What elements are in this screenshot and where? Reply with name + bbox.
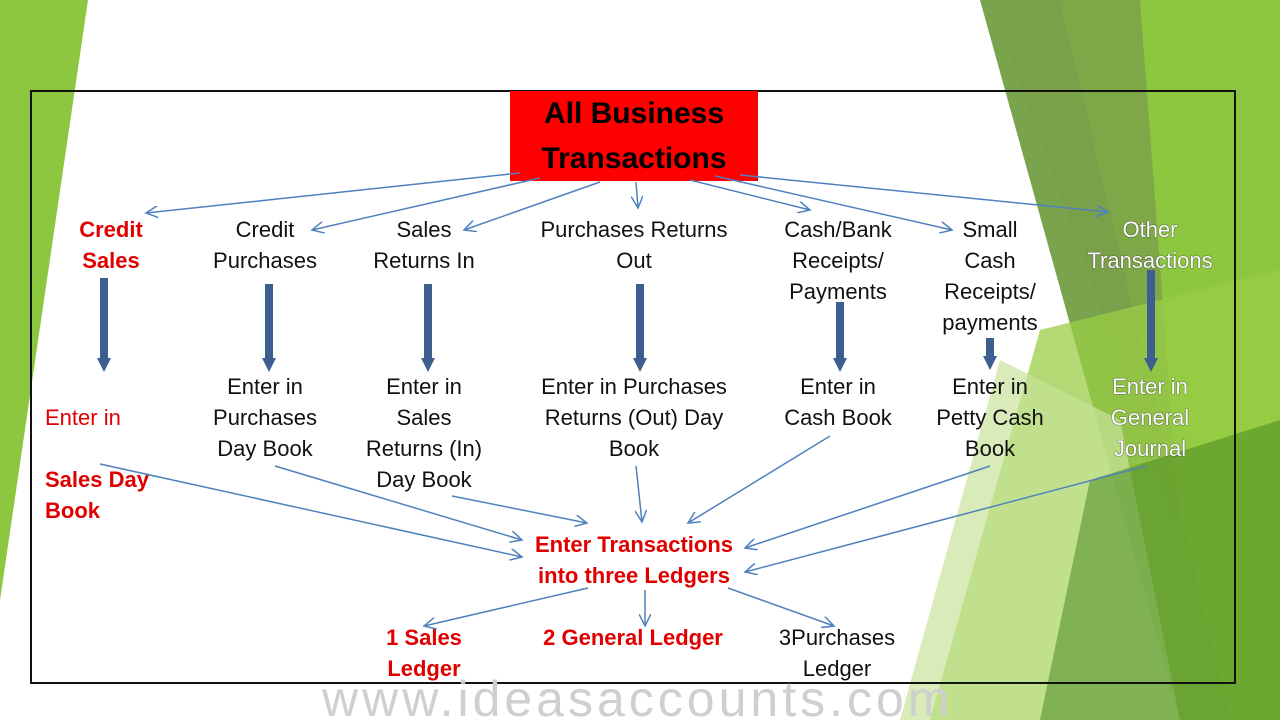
- arrow-sales-returns-book-center: [451, 495, 587, 523]
- arrow-center-purchases-ledger: [727, 587, 834, 626]
- book-sales-returns-day-book: Enter in Sales Returns (In) Day Book: [365, 374, 483, 492]
- category-cash-bank: Cash/Bank Receipts/ Payments: [784, 217, 892, 304]
- book-sales-bold: Sales Day Book: [45, 467, 149, 523]
- arrow-title-purchases-returns: [636, 181, 638, 208]
- title-box: All Business Transactions: [510, 91, 758, 181]
- arrow-purchases-book-center: [274, 465, 522, 540]
- arrow-title-credit-sales: [146, 172, 521, 213]
- arrow-center-sales-ledger: [424, 587, 589, 626]
- watermark: www.ideasaccounts.com: [322, 671, 954, 720]
- arrow-title-small-cash: [714, 175, 952, 230]
- category-other: Other Transactions: [1087, 217, 1213, 273]
- arrow-title-sales-returns: [464, 181, 601, 230]
- arrow-sales-book-center: [99, 463, 522, 557]
- book-cash-book: Enter in Cash Book: [784, 374, 892, 430]
- book-purchases-day-book: Enter in Purchases Day Book: [213, 374, 317, 461]
- category-sales-returns-in: Sales Returns In: [373, 217, 475, 273]
- arrow-title-cash-bank: [689, 179, 810, 210]
- center-node: Enter Transactions into three Ledgers: [534, 532, 734, 588]
- arrow-purchases-returns-book-center: [636, 465, 642, 522]
- ledger-purchases: 3Purchases Ledger: [778, 625, 896, 681]
- book-purchases-returns-day-book: Enter in Purchases Returns (Out) Day Boo…: [541, 374, 727, 461]
- category-credit-sales: Credit Sales: [79, 217, 143, 273]
- right-green-shape-deep: [1040, 420, 1280, 720]
- book-sales-prefix: Enter in: [45, 405, 121, 430]
- left-green-shape: [0, 0, 88, 600]
- category-purchases-returns-out: Purchases Returns Out: [540, 217, 728, 273]
- arrow-title-other: [739, 174, 1108, 212]
- arrow-title-credit-purchases: [312, 177, 541, 230]
- arrow-petty-cash-book-center: [745, 465, 991, 548]
- title-line-1: All Business: [543, 97, 725, 130]
- arrow-journal-center: [745, 465, 1147, 572]
- category-small-cash: Small Cash Receipts/ payments: [942, 217, 1038, 335]
- ledger-general: 2 General Ledger: [543, 625, 723, 650]
- title-line-2: Transactions: [541, 142, 727, 175]
- book-petty-cash-book: Enter in Petty Cash Book: [936, 374, 1044, 461]
- arrow-cash-book-center: [688, 435, 831, 523]
- book-sales-day-book: Enter in Sales Day Book: [45, 371, 175, 526]
- book-general-journal: Enter in General Journal: [1110, 374, 1190, 461]
- category-credit-purchases: Credit Purchases: [213, 217, 317, 273]
